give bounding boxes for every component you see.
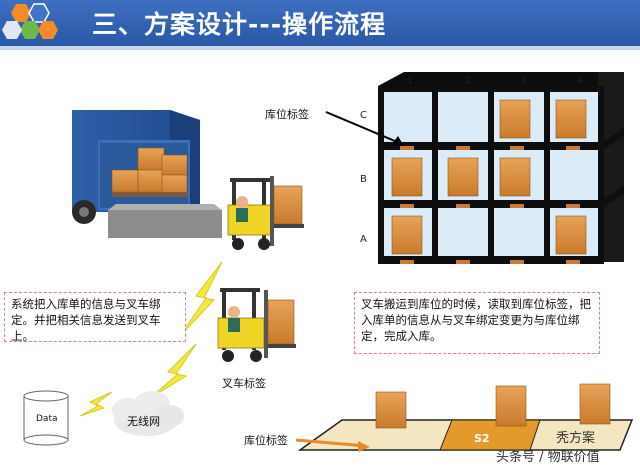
rack-column-1: 1 — [407, 76, 414, 87]
lightning-icon — [179, 261, 223, 337]
database-icon — [23, 390, 69, 446]
truck-icon — [72, 110, 222, 238]
location-tag-label: 库位标签 — [265, 108, 309, 121]
watermark-brand: 秃方案 — [556, 431, 596, 446]
forklift-tag-label: 叉车标签 — [222, 377, 266, 390]
floor-slots-icon — [297, 383, 634, 451]
rack-row-a: A — [360, 234, 367, 245]
database-label: Data — [36, 414, 58, 424]
rack-row-c: C — [360, 110, 367, 121]
hexagon-logo-icon — [2, 3, 58, 39]
arrow-location-tag — [325, 111, 403, 145]
note-bind-location: 叉车搬运到库位的时候，读取到库位标签，把入库单的信息从与叉车绑定变更为与库位绑定… — [354, 292, 600, 354]
slot-s2-label: S2 — [474, 432, 490, 445]
arrow-floor-tag — [295, 438, 367, 448]
rack-column-4: 4 — [577, 76, 584, 87]
page-title: 三、方案设计---操作流程 — [92, 10, 387, 39]
forklift-icon — [227, 176, 304, 250]
rack-row-b: B — [360, 174, 367, 185]
header-stripe — [0, 46, 640, 50]
floor-location-tag-label: 库位标签 — [244, 434, 288, 447]
forklift-icon-2 — [217, 288, 296, 362]
note-bind-forklift: 系统把入库单的信息与叉车绑定。并把相关信息发送到叉车上。 — [4, 292, 186, 343]
lightning-icon-2 — [149, 343, 197, 399]
lightning-icon-3 — [79, 391, 113, 417]
rack-column-2: 2 — [465, 76, 472, 87]
rack-column-3: 3 — [520, 76, 527, 87]
cloud-icon — [112, 391, 184, 436]
watermark-source: 头条号 / 物联价值 — [496, 450, 600, 465]
rack-icon — [378, 72, 624, 264]
header-bar — [0, 0, 640, 46]
wireless-network-label: 无线网 — [127, 415, 160, 428]
